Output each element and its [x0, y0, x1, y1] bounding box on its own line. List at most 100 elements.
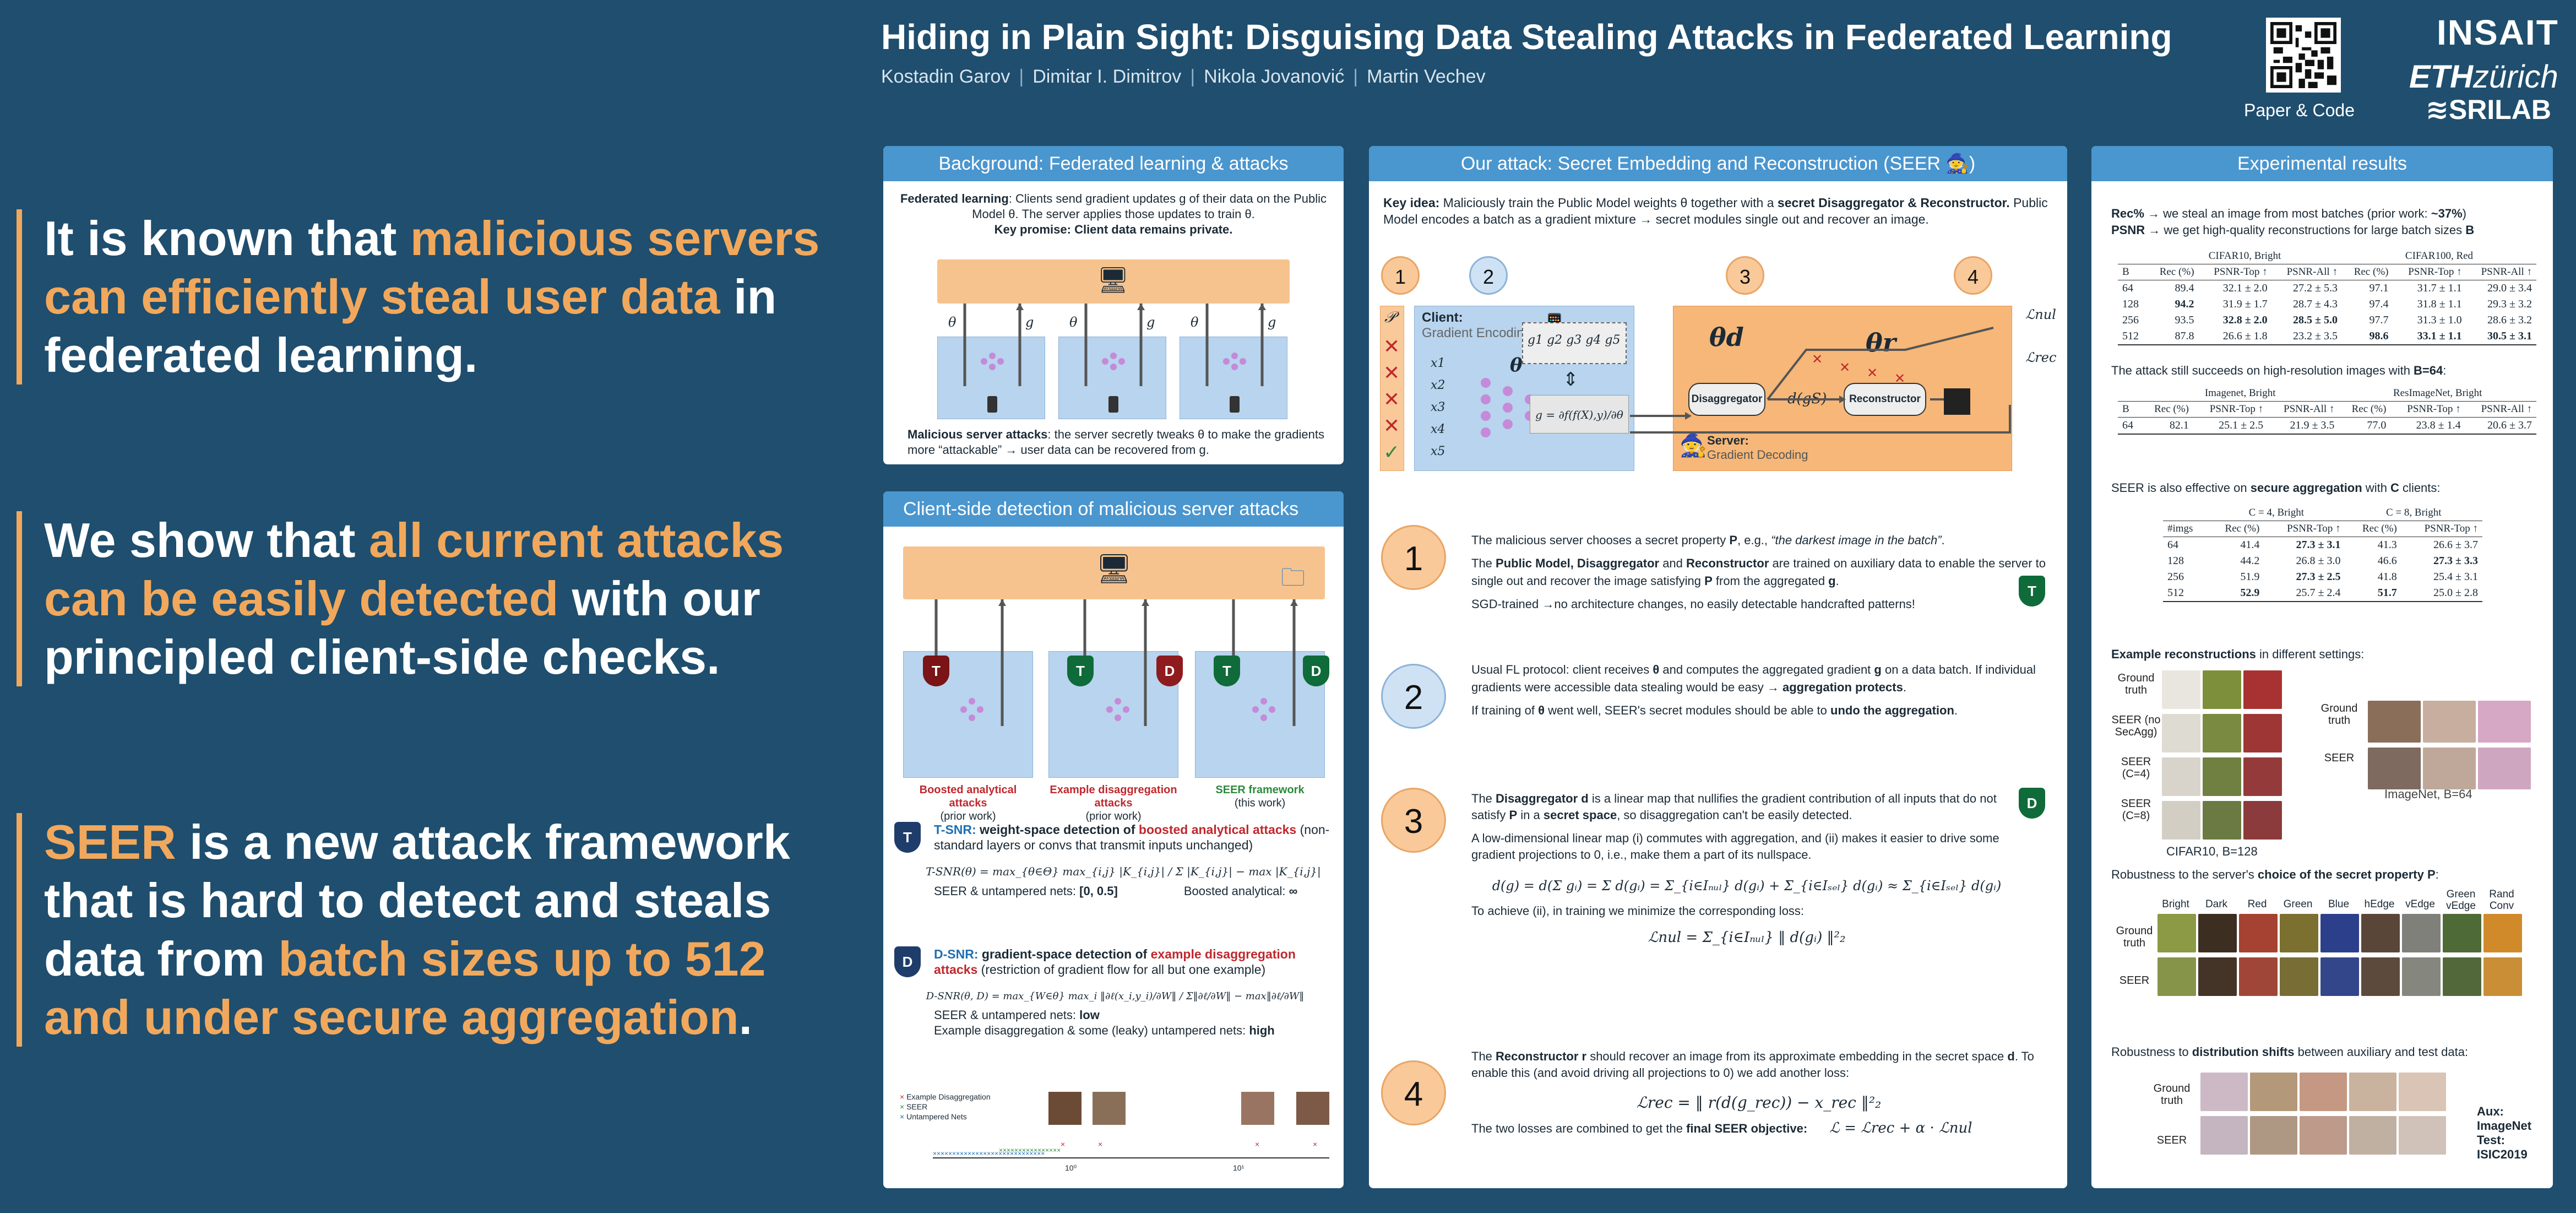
key-promise: Key promise: Client data remains private… [994, 223, 1233, 236]
table-header: PSNR-Top ↑ [2401, 521, 2482, 537]
table-group-header: CIFAR100, Red [2341, 248, 2536, 264]
tsnr-shield-icon: T [1214, 656, 1240, 686]
background-panel: Background: Federated learning & attacks… [883, 146, 1344, 464]
table-cell: 128 [2122, 298, 2139, 310]
figure-caption: ImageNet, B=64 [2384, 787, 2472, 801]
image [2443, 957, 2481, 996]
step-4-para: The two losses are combined to get the f… [1471, 1120, 2046, 1137]
image [2280, 914, 2318, 952]
author-list: Kostadin Garov|Dimitar I. Dimitrov|Nikol… [881, 66, 1486, 87]
column-label: Rand Conv [2489, 889, 2514, 912]
table-cell: 31.3 ± 1.0 [2417, 314, 2462, 326]
image [2162, 757, 2200, 796]
column-label: SEER framework [1215, 784, 1305, 796]
term: Rec% [2111, 207, 2144, 220]
term: secret Disaggregator & Reconstructor. [1777, 196, 2010, 210]
srilab-logo-text: SRILAB [2448, 94, 2552, 125]
figure-caption: CIFAR10, B=128 [2166, 844, 2258, 858]
dsnr-results: SEER & untampered nets: low [934, 1008, 1333, 1023]
table-group-header: ResImageNet, Bright [2339, 386, 2536, 402]
term: distribution shifts [2192, 1045, 2295, 1059]
term: Reconstructor r [1496, 1049, 1587, 1063]
text: should recover an image from its approxi… [1586, 1049, 2008, 1063]
intro-line: Rec% → we steal an image from most batch… [2111, 205, 2541, 222]
text: Example disaggregation & some (leaky) un… [934, 1024, 1249, 1037]
tsnr-results: SEER & untampered nets: [0, 0.5]Boosted … [934, 884, 1333, 899]
text: → we steal an image from most batches (p… [2144, 207, 2431, 220]
poster-title: Hiding in Plain Sight: Disguising Data S… [881, 17, 2172, 57]
takeaway-text: . [738, 990, 753, 1044]
text: : the server secretly tweaks θ to make t… [907, 427, 1324, 457]
check-icon: ✓ [1383, 441, 1400, 463]
table-cell: 77.0 [2339, 417, 2391, 435]
text: . [1903, 680, 1906, 694]
image [2203, 801, 2241, 840]
legend-marker: × [900, 1092, 905, 1101]
step-4-text: The Reconstructor r should recover an im… [1471, 1048, 2046, 1137]
theta-d-label: θd [1709, 322, 1744, 352]
text: . [1941, 533, 1945, 547]
table-cell: 97.4 [2369, 298, 2389, 310]
table-cell: 97.1 [2369, 282, 2389, 294]
text: on a data batch. If individual gradients… [1471, 663, 2036, 694]
disaggregator-box: Disaggregator [1688, 383, 1765, 416]
author: Kostadin Garov [881, 66, 1010, 87]
table-header: Rec (%) [2141, 401, 2193, 418]
dsnr-shield-icon: D [1156, 656, 1183, 686]
term: P [1704, 574, 1713, 588]
text: is a linear map that nullifies the gradi… [1471, 792, 1997, 822]
image [2320, 914, 2359, 952]
text: : [2435, 868, 2439, 881]
results-intro: Rec% → we steal an image from most batch… [2111, 205, 2541, 239]
table-cell: 128 [2167, 555, 2184, 567]
svg-text:×: × [1313, 1141, 1317, 1149]
table-cell: 25.0 ± 2.8 [2401, 585, 2482, 602]
table-cell: 41.3 [2377, 539, 2397, 551]
image [2203, 757, 2241, 796]
table-header: Rec (%) [2341, 264, 2393, 280]
text: → we get high-quality reconstructions fo… [2145, 223, 2466, 237]
srilab-logo: ≋SRILAB [2426, 94, 2552, 125]
table-cell: 28.5 ± 5.0 [2292, 314, 2338, 326]
svg-text:✕: ✕ [1894, 371, 1905, 386]
panel-title: Experimental results [2091, 146, 2553, 181]
column-label: vEdge [2405, 898, 2435, 910]
image [2203, 670, 2241, 709]
text: went well, SEER's secret modules should … [1544, 703, 1831, 717]
text: The attack still succeeds on high-resolu… [2111, 364, 2414, 377]
step-3-para: A low-dimensional linear map (i) commute… [1471, 831, 1999, 862]
text: and computes the aggregated gradient [1659, 663, 1874, 676]
table-cell: 41.8 [2377, 571, 2397, 583]
qr-code[interactable] [2266, 18, 2341, 93]
attack-description: Malicious server attacks: the server sec… [907, 427, 1326, 458]
wizard-icon: 🧙 [1680, 434, 1707, 458]
table-cell: 41.4 [2240, 539, 2260, 551]
table-cell: 82.1 [2141, 417, 2193, 435]
image [2320, 957, 2359, 996]
imagenet-image-grid [2367, 700, 2543, 793]
plot-legend: × Example Disaggregation × SEER × Untamp… [900, 1092, 991, 1122]
dsnr-shield-icon: D [2019, 788, 2045, 819]
eth-logo: ETHzürich [2409, 58, 2558, 95]
image [2157, 957, 2196, 996]
term: PSNR [2111, 223, 2145, 237]
table-cell: 512 [2163, 585, 2208, 602]
table-cell: 64 [2122, 282, 2133, 294]
table-cell: 256 [2122, 314, 2139, 326]
term: final SEER objective: [1686, 1122, 1808, 1135]
image [2300, 1116, 2347, 1155]
text: The [1471, 792, 1496, 805]
image [2423, 748, 2476, 789]
robustness-property-caption: Robustness to the server's choice of the… [2111, 868, 2439, 882]
text: (non-standard layers or convs that trans… [934, 822, 1330, 852]
term: B [2465, 223, 2475, 237]
step-number: 2 [1469, 256, 1508, 295]
table-header: Rec (%) [2339, 401, 2391, 418]
column-label: Blue [2328, 898, 2350, 910]
takeaway-text: in federated learning. [44, 269, 777, 382]
table-header [2118, 248, 2148, 264]
image [2423, 701, 2476, 743]
column-sublabel: (this work) [1234, 797, 1286, 809]
